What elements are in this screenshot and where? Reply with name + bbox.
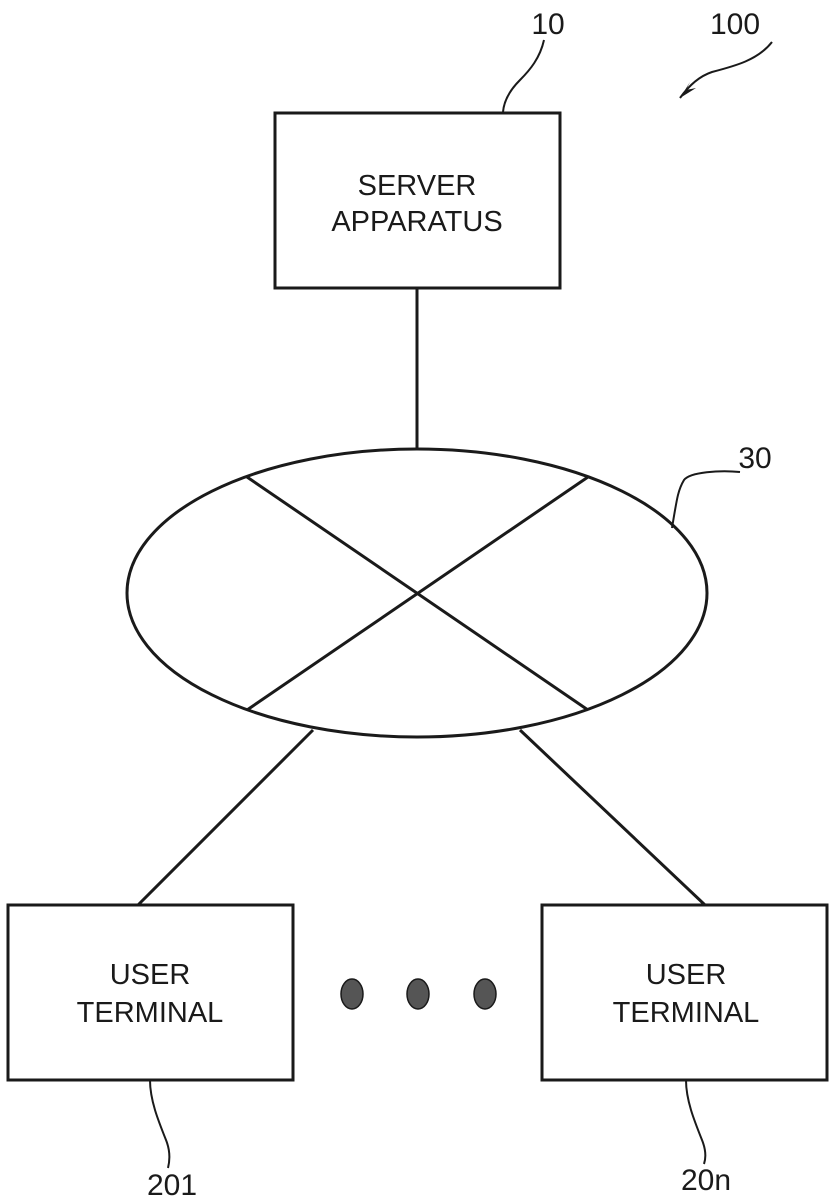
- terminal1-label-line2: TERMINAL: [77, 997, 224, 1029]
- ellipsis-dot-1: [341, 979, 363, 1009]
- terminal1-label-line1: USER: [110, 959, 191, 991]
- ellipsis-dot-3: [474, 979, 496, 1009]
- terminal1-ref-label: 201: [147, 1169, 197, 1200]
- ellipsis-dot-2: [407, 979, 429, 1009]
- terminal1-ref-leader: [150, 1080, 169, 1168]
- network-cloud: [127, 449, 707, 737]
- terminaln-ref-label: 20n: [681, 1164, 731, 1197]
- terminaln-ref-leader: [686, 1080, 705, 1164]
- network-terminal1-link: [138, 730, 313, 905]
- user-terminal-box-n: USER TERMINAL: [542, 905, 827, 1080]
- server-ref-label: 10: [531, 8, 564, 41]
- user-terminal-box-1: USER TERMINAL: [8, 905, 293, 1080]
- terminaln-label-line2: TERMINAL: [613, 997, 760, 1029]
- system-ref-arrow: [680, 42, 772, 98]
- system-ref-label: 100: [710, 8, 760, 41]
- network-ref-label: 30: [738, 442, 771, 475]
- server-label-line1: SERVER: [358, 170, 477, 202]
- terminaln-label-line1: USER: [646, 959, 727, 991]
- ellipsis-dots: [341, 979, 496, 1009]
- server-label-line2: APPARATUS: [331, 206, 502, 238]
- server-ref-leader: [503, 40, 544, 112]
- server-apparatus-box: SERVER APPARATUS: [275, 113, 560, 288]
- network-terminaln-link: [520, 730, 705, 905]
- network-ref-leader: [672, 471, 740, 528]
